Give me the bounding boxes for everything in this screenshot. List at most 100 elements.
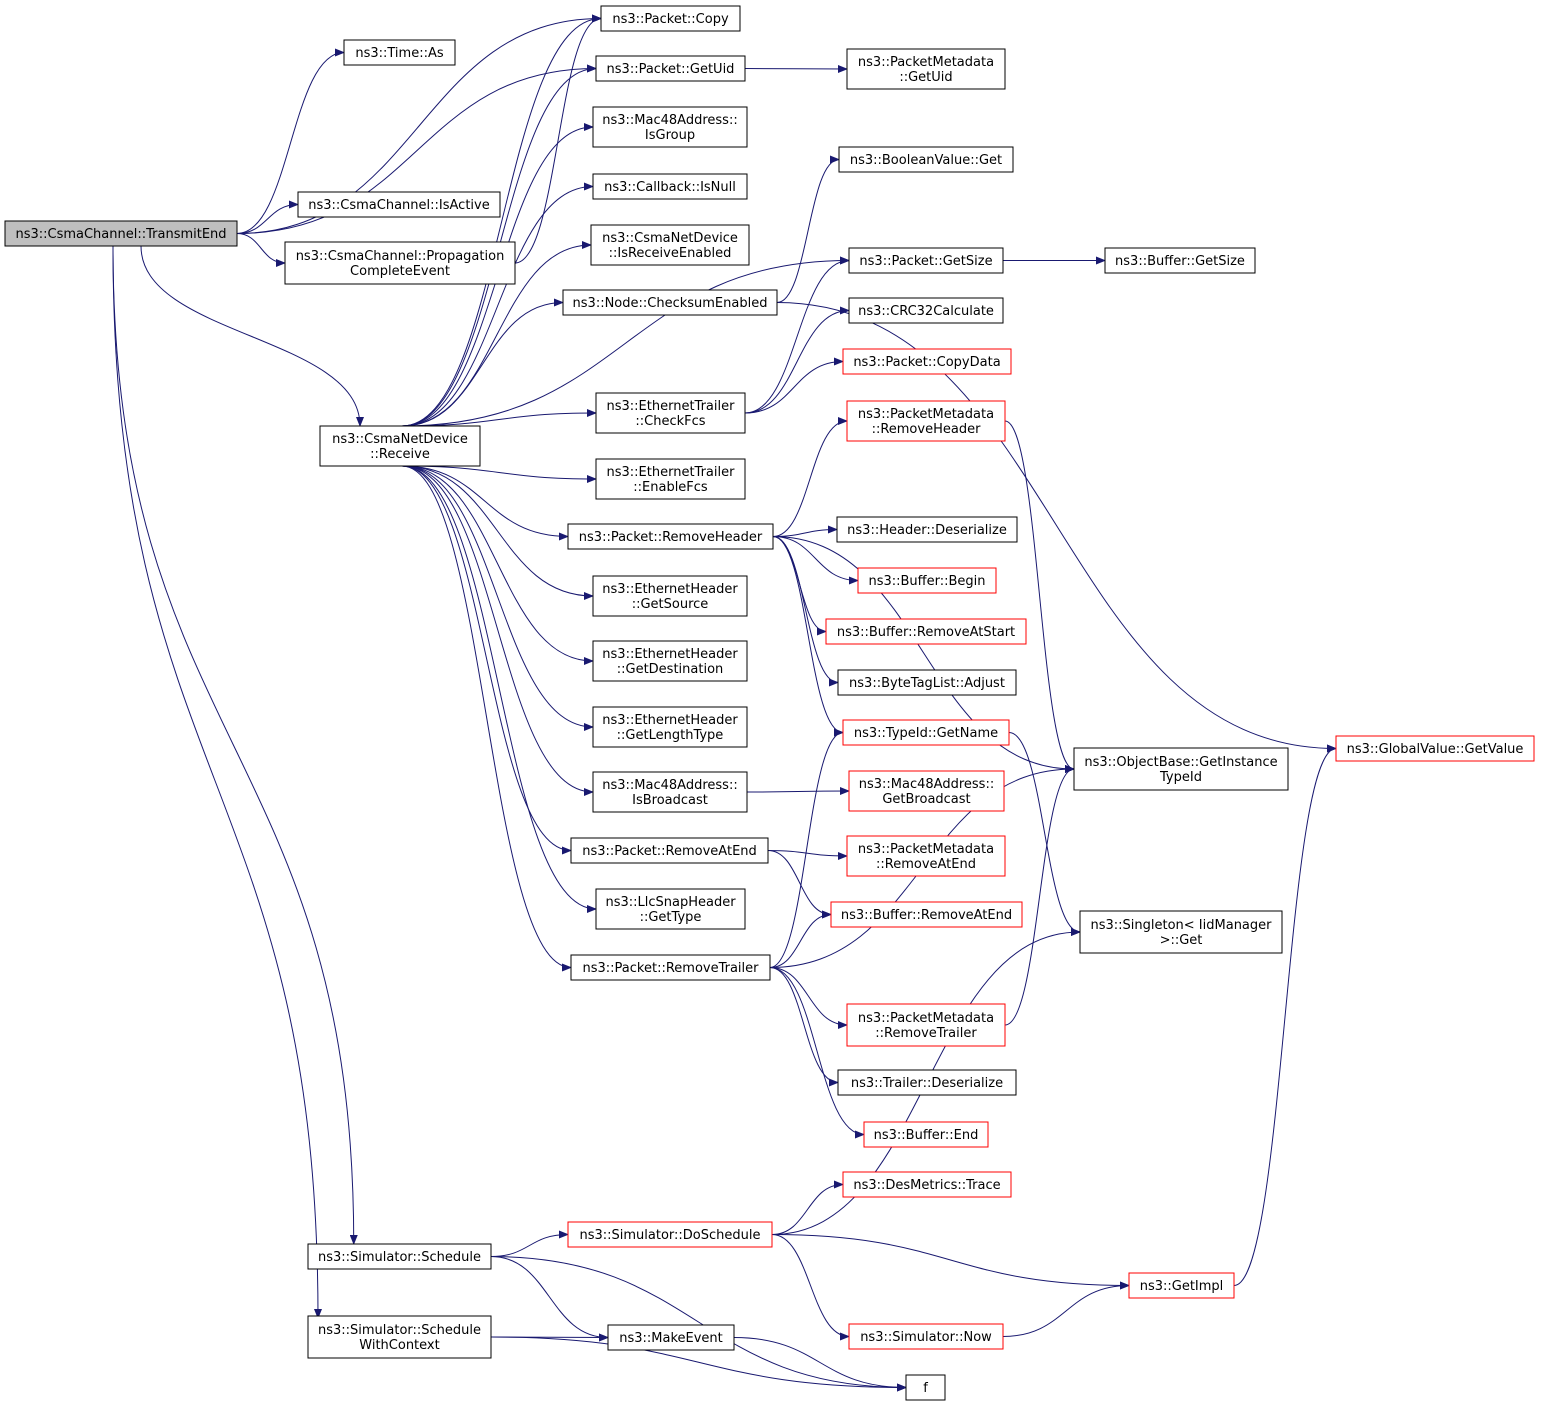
edge-checkfcs-to-packet_getsize bbox=[744, 256, 850, 414]
node-box bbox=[837, 669, 1017, 696]
node-isbroadcast[interactable]: ns3::Mac48Address::IsBroadcast bbox=[592, 771, 748, 813]
node-header-deserialize[interactable]: ns3::Header::Deserialize bbox=[836, 516, 1018, 543]
node-packet-removeheader[interactable]: ns3::Packet::RemoveHeader bbox=[567, 523, 774, 550]
node-packet-removeatend[interactable]: ns3::Packet::RemoveAtEnd bbox=[570, 837, 769, 864]
node-label: ns3::EthernetHeader bbox=[602, 582, 738, 597]
node-singleton-get[interactable]: ns3::Singleton< IidManager>::Get bbox=[1079, 910, 1283, 954]
node-trailer-deserialize[interactable]: ns3::Trailer::Deserialize bbox=[837, 1069, 1017, 1096]
edge-csmanetdevice_receive-to-isbroadcast bbox=[401, 465, 594, 796]
node-label: ns3::Mac48Address:: bbox=[859, 777, 994, 792]
node-box bbox=[905, 1374, 946, 1401]
node-checkfcs[interactable]: ns3::EthernetTrailer::CheckFcs bbox=[595, 392, 746, 434]
node-simulator-doschedule[interactable]: ns3::Simulator::DoSchedule bbox=[567, 1221, 773, 1248]
node-enablefcs[interactable]: ns3::EthernetTrailer::EnableFcs bbox=[595, 458, 746, 500]
node-simulator-now[interactable]: ns3::Simulator::Now bbox=[848, 1323, 1004, 1350]
node-label: ns3::PacketMetadata bbox=[858, 407, 994, 422]
node-label: ns3::Packet::Copy bbox=[612, 12, 729, 27]
node-typeid-getname[interactable]: ns3::TypeId::GetName bbox=[842, 719, 1010, 746]
node-simulator-schedule[interactable]: ns3::Simulator::Schedule bbox=[307, 1243, 492, 1270]
node-label: ::RemoveAtEnd bbox=[876, 857, 976, 872]
node-pm-removetrailer[interactable]: ns3::PacketMetadata::RemoveTrailer bbox=[846, 1003, 1006, 1047]
node-transmit-end: ns3::CsmaChannel::TransmitEnd bbox=[4, 220, 238, 247]
node-makeevent[interactable]: ns3::MakeEvent bbox=[607, 1324, 735, 1351]
node-booleanvalue-get[interactable]: ns3::BooleanValue::Get bbox=[838, 146, 1014, 173]
node-box bbox=[297, 191, 501, 218]
edge-transmit_end-to-csmachannel_isactive bbox=[236, 200, 299, 234]
node-label: CompleteEvent bbox=[350, 264, 450, 279]
node-label: ::GetType bbox=[640, 910, 702, 925]
node-box bbox=[846, 1003, 1006, 1047]
node-label: ns3::Simulator::DoSchedule bbox=[579, 1228, 760, 1243]
node-box bbox=[284, 241, 516, 285]
edge-packet_removeheader-to-pm_removeheader bbox=[772, 417, 848, 537]
node-propagation-complete[interactable]: ns3::CsmaChannel::PropagationCompleteEve… bbox=[284, 241, 516, 285]
edge-packet_removeheader-to-header_deserialize bbox=[772, 525, 838, 537]
node-label: ns3::Buffer::RemoveAtEnd bbox=[841, 908, 1012, 923]
node-llcsnap-gettype[interactable]: ns3::LlcSnapHeader::GetType bbox=[595, 888, 746, 930]
node-label: ns3::PacketMetadata bbox=[858, 842, 994, 857]
node-box bbox=[592, 640, 748, 682]
node-packet-getuid[interactable]: ns3::Packet::GetUid bbox=[595, 55, 746, 82]
edge-checkfcs-to-packet_copydata bbox=[744, 357, 844, 414]
node-packet-copy[interactable]: ns3::Packet::Copy bbox=[600, 5, 741, 32]
node-globalvalue-getvalue[interactable]: ns3::GlobalValue::GetValue bbox=[1335, 735, 1535, 762]
node-bytetaglist-adjust[interactable]: ns3::ByteTagList::Adjust bbox=[837, 669, 1017, 696]
node-getlengthtype[interactable]: ns3::EthernetHeader::GetLengthType bbox=[592, 706, 748, 748]
node-getsource[interactable]: ns3::EthernetHeader::GetSource bbox=[592, 575, 748, 617]
node-packetmetadata-getuid[interactable]: ns3::PacketMetadata::GetUid bbox=[846, 48, 1006, 90]
node-label: ns3::EthernetTrailer bbox=[607, 399, 736, 414]
node-label: ns3::EthernetHeader bbox=[602, 713, 738, 728]
edge-typeid_getname-to-singleton_get bbox=[1008, 732, 1081, 936]
node-desmetrics-trace[interactable]: ns3::DesMetrics::Trace bbox=[842, 1171, 1012, 1198]
node-buffer-getsize[interactable]: ns3::Buffer::GetSize bbox=[1104, 247, 1256, 274]
node-label: ::EnableFcs bbox=[633, 480, 708, 495]
node-getdestination[interactable]: ns3::EthernetHeader::GetDestination bbox=[592, 640, 748, 682]
edge-checkfcs-to-crc32 bbox=[744, 306, 850, 414]
node-buffer-begin[interactable]: ns3::Buffer::Begin bbox=[857, 567, 997, 594]
node-label: ns3::Packet::CopyData bbox=[853, 355, 1000, 370]
node-box bbox=[836, 516, 1018, 543]
node-label: ::GetDestination bbox=[617, 662, 724, 677]
node-label: ns3::Mac48Address:: bbox=[602, 113, 737, 128]
node-packet-copydata[interactable]: ns3::Packet::CopyData bbox=[842, 348, 1012, 375]
node-box bbox=[837, 1069, 1017, 1096]
node-mac48-isgroup[interactable]: ns3::Mac48Address::IsGroup bbox=[592, 106, 748, 148]
edge-schedulewithcontext-to-f bbox=[490, 1336, 907, 1392]
node-box bbox=[562, 289, 778, 316]
node-label: ::GetSource bbox=[632, 597, 709, 612]
node-buffer-removeatend[interactable]: ns3::Buffer::RemoveAtEnd bbox=[830, 901, 1023, 928]
node-label: ns3::BooleanValue::Get bbox=[850, 153, 1002, 168]
node-buffer-end[interactable]: ns3::Buffer::End bbox=[863, 1121, 989, 1148]
node-time-as[interactable]: ns3::Time::As bbox=[343, 39, 456, 66]
node-callback-isnull[interactable]: ns3::Callback::IsNull bbox=[592, 173, 748, 200]
node-box bbox=[595, 55, 746, 82]
node-box bbox=[848, 297, 1004, 324]
node-packet-getsize[interactable]: ns3::Packet::GetSize bbox=[848, 247, 1004, 274]
node-isreceiveenabled[interactable]: ns3::CsmaNetDevice::IsReceiveEnabled bbox=[590, 224, 750, 266]
node-buffer-removeatstart[interactable]: ns3::Buffer::RemoveAtStart bbox=[825, 618, 1027, 645]
edge-csmanetdevice_receive-to-getsource bbox=[401, 465, 594, 600]
node-pm-removeheader[interactable]: ns3::PacketMetadata::RemoveHeader bbox=[846, 400, 1006, 442]
node-f[interactable]: f bbox=[905, 1374, 946, 1401]
node-label: ns3::DesMetrics::Trace bbox=[853, 1178, 1000, 1193]
node-pm-removeatend[interactable]: ns3::PacketMetadata::RemoveAtEnd bbox=[846, 835, 1006, 877]
node-label: ns3::PacketMetadata bbox=[858, 1011, 994, 1026]
node-getimpl[interactable]: ns3::GetImpl bbox=[1128, 1272, 1235, 1299]
node-checksumenabled[interactable]: ns3::Node::ChecksumEnabled bbox=[562, 289, 778, 316]
node-box bbox=[1335, 735, 1535, 762]
node-box bbox=[595, 888, 746, 930]
node-label: ns3::PacketMetadata bbox=[858, 55, 994, 70]
node-csmanetdevice-receive[interactable]: ns3::CsmaNetDevice::Receive bbox=[319, 425, 481, 467]
node-label: f bbox=[923, 1381, 928, 1396]
node-box bbox=[595, 392, 746, 434]
node-crc32[interactable]: ns3::CRC32Calculate bbox=[848, 297, 1004, 324]
edge-packet_removeheader-to-typeid_getname bbox=[772, 536, 844, 737]
node-packet-removetrailer[interactable]: ns3::Packet::RemoveTrailer bbox=[570, 954, 771, 981]
node-box bbox=[842, 348, 1012, 375]
node-getbroadcast[interactable]: ns3::Mac48Address::GetBroadcast bbox=[848, 770, 1005, 812]
node-csmachannel-isactive[interactable]: ns3::CsmaChannel::IsActive bbox=[297, 191, 501, 218]
node-box bbox=[1073, 747, 1289, 791]
node-label: ns3::Packet::GetSize bbox=[859, 254, 992, 269]
